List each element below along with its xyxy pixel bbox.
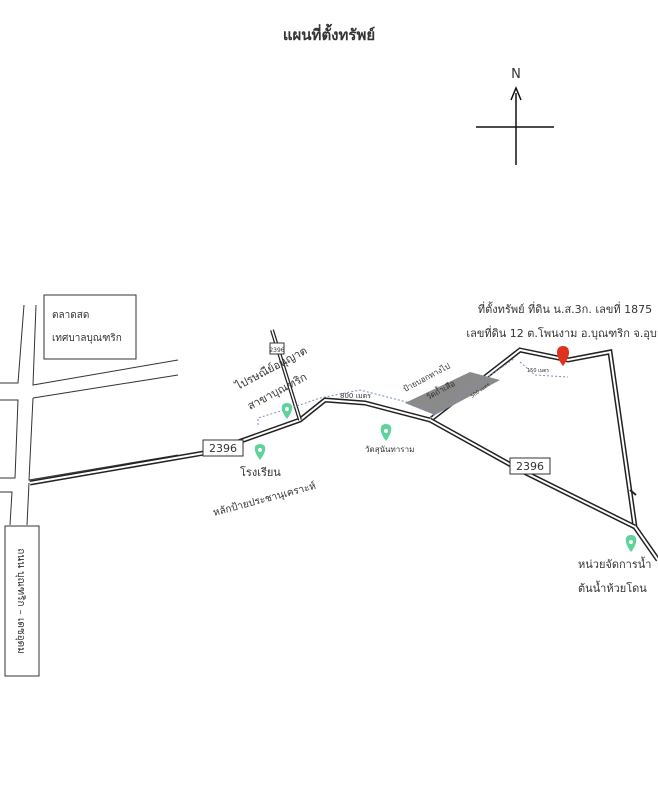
north-label: N xyxy=(511,67,521,82)
route-badge-right xyxy=(509,457,551,475)
water-label-2: ต้นน้ำห้วยโดน xyxy=(578,580,647,595)
compass-icon xyxy=(476,86,554,165)
school-pin-icon xyxy=(254,444,266,460)
temple-pin-icon xyxy=(380,424,392,441)
route-badge-main xyxy=(202,439,244,457)
market-label-1: ตลาดสด xyxy=(52,310,89,321)
road-name-box xyxy=(4,525,40,677)
route-badge-north xyxy=(269,342,285,355)
water-pin-icon xyxy=(625,535,637,552)
property-pin-icon xyxy=(557,346,569,366)
sign-area xyxy=(405,372,500,415)
distance-800: 800 เมตร xyxy=(340,392,371,400)
property-label-2: เลขที่ดิน 12 ต.โพนงาม อ.บุณฑริก จ.อุบล xyxy=(466,325,658,340)
school-label-1: โรงเรียน xyxy=(240,465,281,479)
distance-150: 150 เมตร xyxy=(527,368,549,374)
distance-lines xyxy=(257,357,569,425)
water-label-1: หน่วยจัดการน้ำ xyxy=(578,556,651,571)
temple-label: วัดสุนันทาราม xyxy=(365,445,414,454)
road-name-label: ถนน บุณฑริก – เดชอุดม xyxy=(15,548,26,653)
route-label-right: 2396 xyxy=(516,460,544,473)
map-title: แผนที่ตั้งทรัพย์ xyxy=(283,23,375,44)
post-office-pin-icon xyxy=(281,403,293,419)
property-label-1: ที่ตั้งทรัพย์ ที่ดิน น.ส.3ก. เลขที่ 1875 xyxy=(478,301,652,316)
route-label-north: 2396 xyxy=(269,347,284,354)
market-label-2: เทศบาลบุณฑริก xyxy=(52,333,122,344)
market-box xyxy=(43,294,137,360)
school-label-2: หลักป้ายประชานุเคราะห์ xyxy=(212,480,317,519)
route-label-main: 2396 xyxy=(209,442,237,455)
